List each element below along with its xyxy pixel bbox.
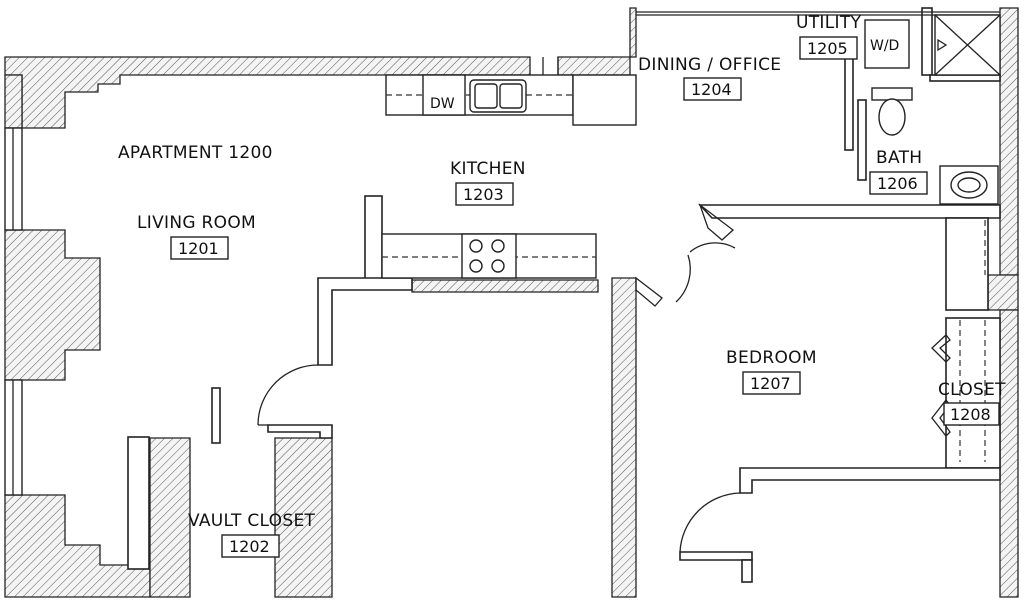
- vault-partition: [127, 436, 150, 570]
- wall-left-top: [4, 74, 23, 129]
- wall-center-horizontal: [411, 279, 599, 293]
- vault-closet-number: 1202: [229, 537, 270, 556]
- kitchen-column: [364, 195, 383, 281]
- door-bedroom-top: [698, 203, 735, 241]
- wall-utility-bottom: [929, 74, 1001, 82]
- wall-bath-bedroom: [698, 204, 1001, 219]
- shower-drain-icon: [937, 38, 948, 52]
- doors: [257, 57, 951, 553]
- vault-closet-name: VAULT CLOSET: [188, 511, 315, 531]
- utility-number-box: [799, 36, 858, 60]
- toilet-bowl: [878, 98, 906, 136]
- wall-bedroom-left: [611, 277, 637, 598]
- washer-dryer-label: W/D: [870, 38, 899, 54]
- dishwasher-label: DW: [430, 96, 455, 112]
- living-room-number: 1201: [178, 239, 219, 258]
- wall-top-mid: [557, 56, 631, 76]
- wall-left-mid: [4, 229, 101, 381]
- door-bedroom-bottom-swing: [679, 492, 741, 553]
- utility-number: 1205: [807, 39, 848, 58]
- door-closet-upper: [931, 334, 951, 363]
- living-room-number-box: [170, 236, 229, 260]
- door-jamb-vault-right: [267, 424, 333, 439]
- bedroom-name: BEDROOM: [726, 348, 817, 368]
- bath-name: BATH: [876, 148, 922, 168]
- kitchen-name: KITCHEN: [450, 159, 526, 179]
- bedroom-number: 1207: [750, 374, 791, 393]
- bath-fixtures: [864, 14, 1001, 462]
- wall-utility-right: [921, 7, 933, 76]
- apartment-title: APARTMENT 1200: [118, 143, 273, 163]
- walls: [4, 7, 1019, 598]
- wall-vault-left: [149, 437, 191, 598]
- closet-name: CLOSET: [938, 380, 1006, 400]
- labels: APARTMENT 1200 LIVING ROOM 1201 KITCHEN …: [118, 13, 1006, 558]
- washer-dryer-box: [864, 19, 910, 69]
- door-bedroom-left: [635, 276, 663, 307]
- door-jamb-bedroom-stub: [741, 559, 753, 583]
- wall-top-right: [629, 7, 637, 58]
- door-jamb-bedroom-bottom: [679, 551, 753, 561]
- wall-closet-vertical: [945, 217, 989, 311]
- wall-living-kitchen: [317, 277, 413, 366]
- kitchen-number-box: [455, 182, 514, 206]
- wall-right-notch: [987, 274, 1019, 311]
- wall-bath-left: [857, 99, 867, 181]
- utility-name: UTILITY: [796, 13, 862, 33]
- door-jamb-vault-left: [211, 387, 221, 444]
- wall-right-lower: [999, 309, 1019, 598]
- kitchen-number: 1203: [463, 185, 504, 204]
- dining-number: 1204: [691, 80, 732, 99]
- bath-number: 1206: [877, 174, 918, 193]
- cooktop: [461, 233, 517, 279]
- living-room-name: LIVING ROOM: [137, 213, 256, 233]
- toilet-tank: [871, 87, 913, 101]
- dishwasher: [422, 74, 466, 116]
- closet-number-box: [943, 402, 1000, 426]
- interior-walls: [127, 7, 1001, 583]
- vault-closet-number-box: [221, 534, 280, 558]
- dining-number-box: [683, 77, 742, 101]
- wall-utility-left: [844, 54, 854, 151]
- dining-name: DINING / OFFICE: [638, 55, 781, 75]
- counter-top-right: [572, 74, 637, 126]
- kitchen-counters: [381, 74, 637, 279]
- wall-right-upper: [999, 7, 1019, 276]
- closet-number: 1208: [950, 405, 991, 424]
- wall-left-bottom: [4, 494, 151, 598]
- wall-bedroom-bottom: [739, 467, 1001, 494]
- bath-number-box: [869, 171, 928, 195]
- bedroom-number-box: [742, 371, 801, 395]
- door-vault-swing: [257, 364, 319, 426]
